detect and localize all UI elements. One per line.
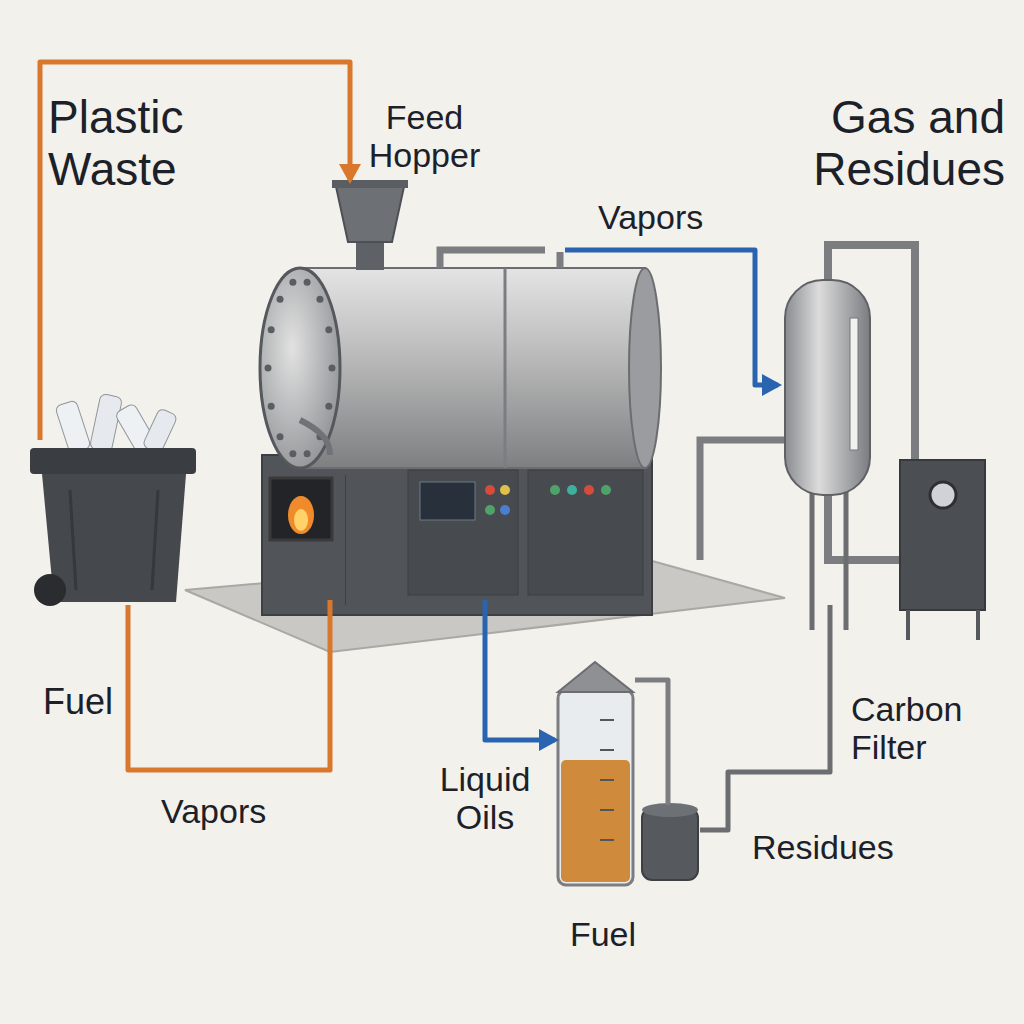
condenser-part (930, 482, 956, 508)
condenser-part (828, 492, 900, 560)
oil-tank-part (558, 662, 633, 692)
reactor-part (408, 470, 518, 595)
oil-tank-part (600, 749, 614, 751)
residue-canister-part (642, 803, 698, 817)
pipe-connector (700, 605, 830, 830)
condenser-part (700, 440, 785, 560)
condenser-node: Gas and Residues (778, 265, 875, 605)
waste-bin-part (55, 400, 91, 454)
condenser-part (785, 280, 870, 495)
pipe-connector (635, 680, 668, 805)
reactor-part (440, 250, 545, 268)
waste-bin (30, 393, 196, 606)
reactor-part (601, 485, 611, 495)
condenser-part (976, 610, 980, 640)
node-heading: Liquid Oils (425, 760, 545, 836)
reactor-part (304, 450, 311, 457)
waste-bin-part (142, 408, 178, 455)
reactor-part (325, 326, 332, 333)
reactor-part (557, 252, 564, 268)
condenser-part (900, 460, 985, 610)
reactor-part (332, 180, 408, 188)
reactor-part (289, 450, 296, 457)
reactor-part (277, 296, 284, 303)
reactor-part (325, 403, 332, 410)
pipe-connector (485, 600, 555, 740)
reactor-part (268, 326, 275, 333)
reactor-part (420, 482, 475, 520)
waste-bin-part (70, 490, 76, 590)
node-caption: Fuel (553, 915, 653, 953)
bolt-ring (265, 279, 336, 458)
condenser-part (906, 610, 910, 640)
reactor-part (485, 505, 495, 515)
reactor-part (277, 433, 284, 440)
node-heading: Gas and Residues (800, 92, 1005, 195)
stream-label: Fuel (40, 682, 116, 722)
waste-bin-part (152, 490, 158, 590)
node-heading: Feed Hopper (362, 98, 487, 174)
reactor-part (289, 279, 296, 286)
reactor-part (500, 485, 510, 495)
reactor-part (528, 470, 643, 595)
reactor-part (265, 365, 272, 372)
oil-tank-node: Liquid OilsFuel (555, 665, 635, 890)
reactor-part (329, 365, 336, 372)
reactor-part (504, 268, 507, 468)
reactor-part (584, 485, 594, 495)
node-heading: Residues (752, 828, 952, 866)
reactor-node: Feed Hopper (325, 180, 565, 600)
stream-label: Vapors (158, 792, 269, 830)
reactor-part (288, 496, 314, 534)
reactor-part (550, 485, 560, 495)
waste-bin-node: Plastic Waste (30, 440, 195, 605)
filter-label: Carbon Filter (848, 690, 994, 766)
oil-tank-part (600, 839, 614, 841)
condenser-part (850, 318, 858, 450)
oil-tank-part (600, 809, 614, 811)
reactor-part (300, 268, 645, 468)
pipe-connector (40, 62, 350, 440)
connector-label: Vapors (595, 198, 706, 236)
pipe-connector (565, 250, 778, 385)
reactor-part (316, 296, 323, 303)
reactor-part (300, 420, 330, 455)
reactor-part (629, 268, 661, 468)
oil-tank (558, 662, 633, 885)
node-heading: Plastic Waste (48, 92, 226, 195)
oil-tank-part (600, 719, 614, 721)
residue-canister-part (642, 808, 698, 880)
oil-tank-part (561, 760, 630, 882)
reactor (260, 180, 661, 615)
reactor-part (270, 478, 332, 540)
reactor-part (262, 455, 652, 615)
reactor-part (500, 505, 510, 515)
oil-tank-part (600, 779, 614, 781)
condenser-part (844, 490, 849, 630)
residue-canister (642, 803, 698, 880)
canister-node: Residues (640, 805, 700, 880)
reactor-part (304, 279, 311, 286)
condenser (700, 245, 985, 640)
reactor-part (260, 268, 340, 468)
reactor-part (268, 403, 275, 410)
reactor-part (345, 475, 346, 605)
pipe-connector (128, 600, 330, 770)
waste-bin-part (89, 393, 122, 452)
reactor-part (356, 240, 384, 270)
reactor-part (294, 509, 308, 531)
waste-bin-part (34, 574, 66, 606)
waste-bin-part (30, 448, 196, 474)
reactor-part (485, 485, 495, 495)
reactor-part (335, 182, 405, 242)
reactor-part (567, 485, 577, 495)
oil-tank-part (558, 690, 633, 885)
condenser-part (810, 490, 815, 630)
